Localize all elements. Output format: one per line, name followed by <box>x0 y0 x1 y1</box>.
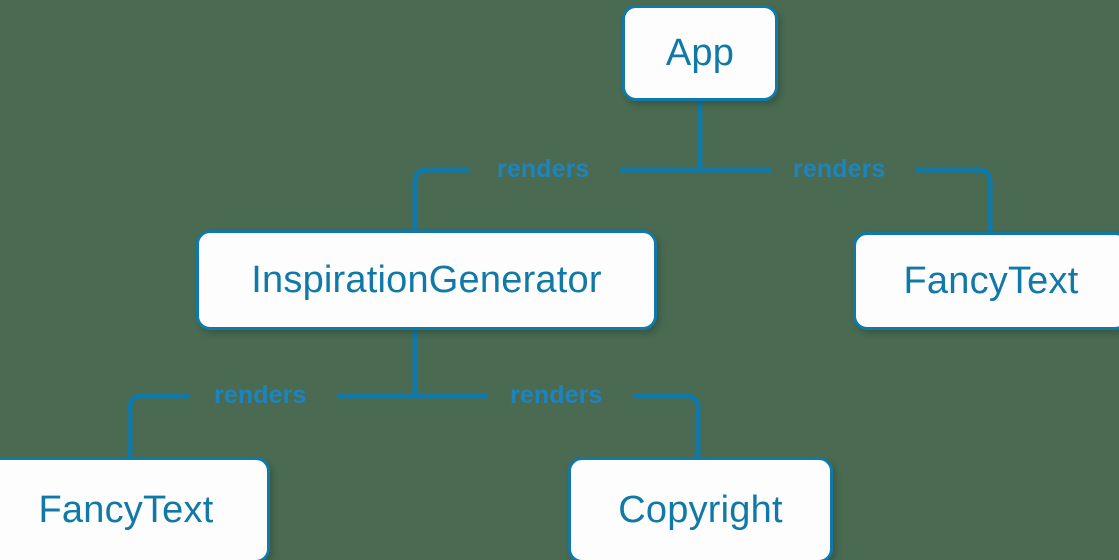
connector-app-to-fancytext-right <box>916 167 993 232</box>
node-copyright[interactable]: Copyright <box>568 457 833 560</box>
node-fancytext-bottom-left[interactable]: FancyText <box>0 457 270 560</box>
connector-inspiration-to-fancytext-left <box>127 393 190 457</box>
node-fancytext-right[interactable]: FancyText <box>853 232 1119 330</box>
connector-app-to-inspiration-right <box>412 167 470 230</box>
node-fancytext-right-label: FancyText <box>903 260 1079 302</box>
edge-label-app-inspiration: renders <box>497 155 590 183</box>
node-app[interactable]: App <box>622 5 778 101</box>
edge-label-inspiration-copyright: renders <box>510 381 603 409</box>
node-copyright-label: Copyright <box>618 489 783 531</box>
node-inspiration-generator[interactable]: InspirationGenerator <box>196 230 657 330</box>
node-fancytext-bottom-left-label: FancyText <box>38 489 214 531</box>
edge-label-inspiration-fancytext: renders <box>214 381 307 409</box>
connector-inspiration-to-copyright-right <box>633 393 701 457</box>
node-app-label: App <box>665 32 735 74</box>
edge-label-app-fancytext: renders <box>793 155 886 183</box>
node-inspiration-generator-label: InspirationGenerator <box>251 259 602 301</box>
